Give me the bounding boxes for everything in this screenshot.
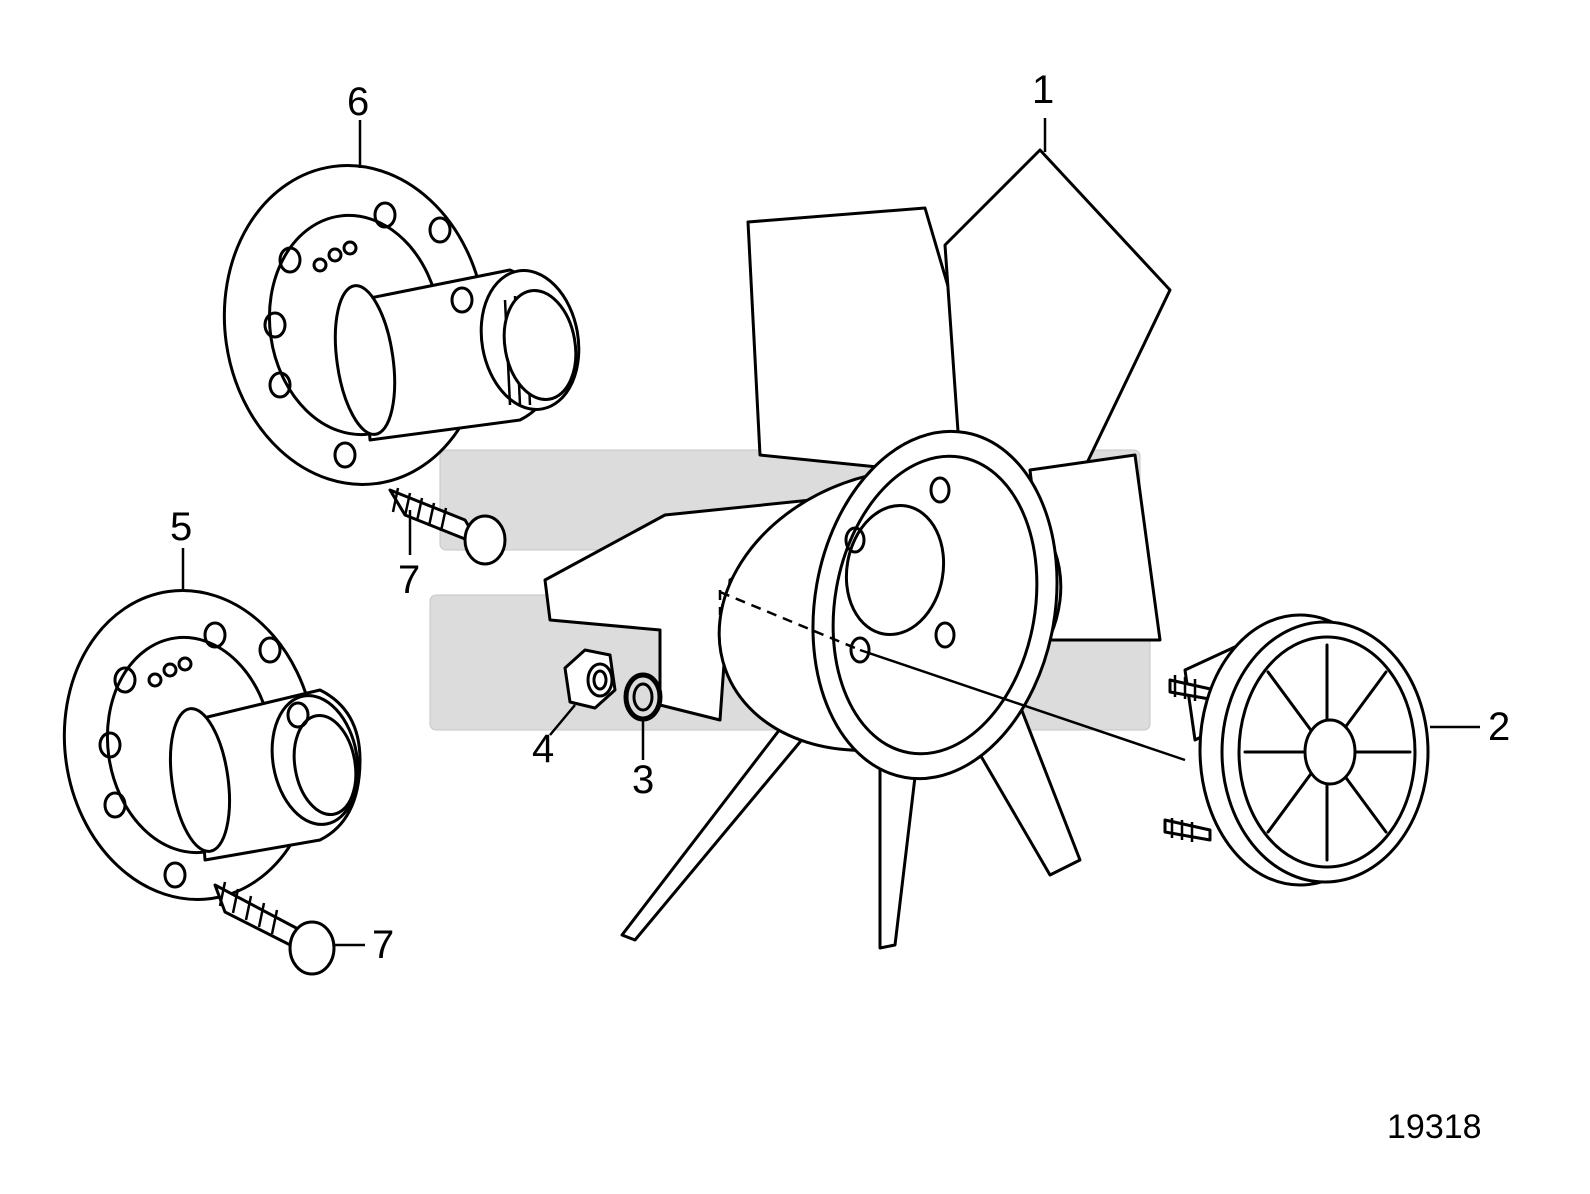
callout-2: 2	[1488, 705, 1510, 749]
callout-4: 4	[532, 727, 554, 771]
hex-nut-icon	[563, 648, 617, 710]
hub-flange-icon-lower	[62, 589, 362, 901]
callout-7-lower: 7	[372, 923, 394, 967]
bolt-icon-lower	[213, 881, 336, 976]
callout-3: 3	[632, 758, 654, 802]
callout-6: 6	[347, 80, 369, 124]
callout-7-upper: 7	[398, 558, 420, 602]
bolt-icon	[388, 487, 507, 566]
leader-lines	[181, 118, 1480, 947]
viscous-coupling-icon	[1163, 613, 1430, 887]
figure-number: 19318	[1387, 1108, 1482, 1146]
hub-flange-icon	[222, 164, 581, 486]
fan-assembly-icon	[543, 148, 1172, 950]
callout-5: 5	[170, 505, 192, 549]
washer-icon	[623, 672, 663, 722]
callout-1: 1	[1032, 68, 1054, 112]
